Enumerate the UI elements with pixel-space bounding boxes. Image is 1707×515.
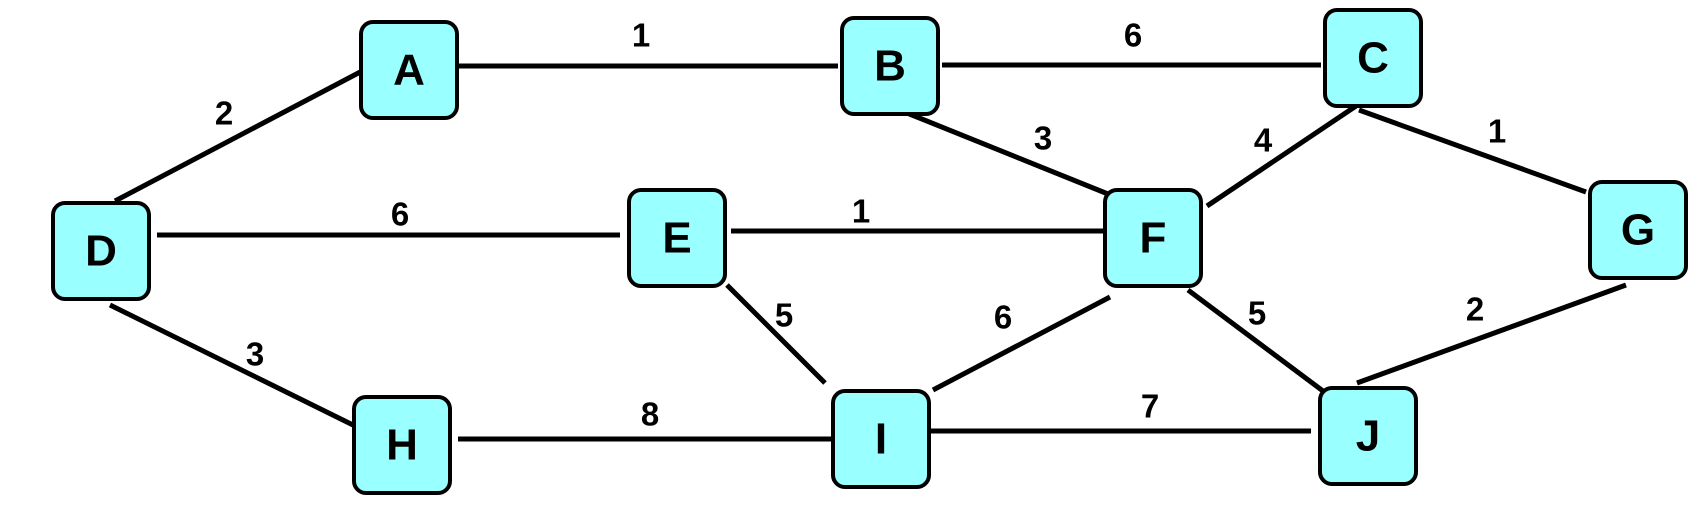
node-label: B [874, 42, 906, 91]
edge-e-f: 1 [731, 193, 1111, 234]
node-c: C [1323, 8, 1423, 108]
node-label: E [662, 214, 691, 263]
edge-layer: 1 6 2 3 4 1 6 1 3 5 6 5 2 8 7 [108, 17, 1627, 442]
node-label: D [85, 227, 117, 276]
node-j: J [1318, 386, 1418, 486]
edge-d-h: 3 [108, 302, 355, 428]
edge-line [1186, 287, 1333, 400]
edge-line [108, 302, 355, 428]
node-box [359, 20, 459, 120]
node-i: I [831, 389, 931, 489]
node-a: A [359, 20, 459, 120]
edge-line [1205, 101, 1361, 209]
edge-h-i: 8 [458, 396, 838, 442]
node-box [627, 188, 727, 288]
edge-d-a: 2 [113, 67, 366, 204]
node-b: B [840, 16, 940, 116]
node-f: F [1103, 188, 1203, 288]
edge-line [1358, 107, 1587, 195]
edge-weight-label: 1 [632, 17, 650, 54]
edge-f-j: 5 [1186, 287, 1333, 400]
node-layer: A B C D E F G H I J [51, 8, 1688, 495]
edge-j-g: 2 [1356, 282, 1627, 386]
edge-weight-label: 6 [994, 299, 1012, 336]
edge-weight-label: 2 [215, 95, 233, 132]
node-box [352, 395, 452, 495]
edge-weight-label: 7 [1141, 388, 1159, 425]
edge-line [931, 294, 1112, 393]
edge-a-b: 1 [459, 17, 838, 69]
node-box [831, 389, 931, 489]
edge-weight-label: 6 [391, 196, 409, 233]
edge-weight-label: 1 [1488, 113, 1506, 150]
node-box [840, 16, 940, 116]
edge-line [901, 108, 1114, 199]
edge-line [1356, 282, 1627, 386]
node-box [1318, 386, 1418, 486]
edge-line [725, 283, 827, 385]
edge-f-c: 4 [1205, 101, 1361, 209]
edge-weight-label: 2 [1466, 291, 1484, 328]
node-label: C [1357, 34, 1389, 83]
edge-b-c: 6 [942, 17, 1321, 68]
node-e: E [627, 188, 727, 288]
node-box [1323, 8, 1423, 108]
node-label: J [1356, 412, 1380, 461]
node-label: G [1621, 206, 1655, 255]
node-box [1588, 180, 1688, 280]
edge-i-f: 6 [931, 294, 1112, 393]
edge-weight-label: 1 [852, 193, 870, 230]
edge-d-e: 6 [157, 196, 620, 238]
edge-e-i: 5 [725, 283, 827, 385]
edge-b-f: 3 [901, 108, 1114, 199]
edge-weight-label: 8 [641, 396, 659, 433]
node-g: G [1588, 180, 1688, 280]
edge-weight-label: 4 [1254, 122, 1273, 159]
edge-weight-label: 3 [246, 336, 264, 373]
node-label: H [386, 421, 418, 470]
node-label: A [393, 46, 425, 95]
node-box [51, 201, 151, 301]
node-label: I [875, 415, 887, 464]
edge-c-g: 1 [1358, 107, 1587, 195]
edge-weight-label: 3 [1034, 120, 1052, 157]
node-d: D [51, 201, 151, 301]
node-label: F [1140, 214, 1167, 263]
edge-weight-label: 5 [1248, 295, 1266, 332]
edge-weight-label: 6 [1124, 17, 1142, 54]
edge-i-j: 7 [931, 388, 1311, 434]
node-box [1103, 188, 1203, 288]
edge-weight-label: 5 [775, 297, 793, 334]
node-h: H [352, 395, 452, 495]
edge-line [113, 67, 366, 204]
